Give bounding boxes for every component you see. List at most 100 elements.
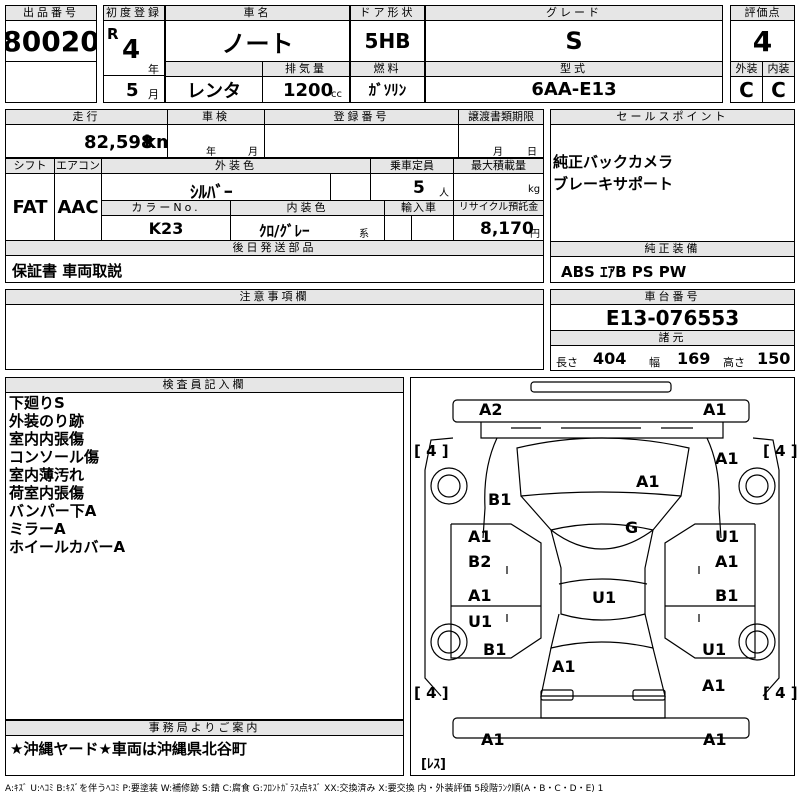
max-load-cell: kg [453,173,544,201]
capacity: 5 [413,178,425,198]
damage-mark: U1 [715,527,740,546]
legend: A:ｷｽﾞ U:ﾍｺﾐ B:ｷｽﾞを伴うﾍｺﾐ P:要塗装 W:補修跡 S:錆 … [5,784,604,794]
length: 404 [593,349,627,368]
history-label [165,61,263,77]
mileage: 82,598 [84,132,154,153]
import-cell-a [384,215,412,241]
recycle: 8,170 [480,219,534,239]
office-label: 事務局よりご案内 [5,720,404,736]
capacity-label: 乗車定員 [370,158,454,174]
transfer-month-unit: 月 [493,147,503,158]
displacement-cell: 1200 cc [262,76,350,103]
width: 169 [677,349,711,368]
displacement: 1200 [283,80,334,101]
recycle-label: リサイクル預託金 [453,200,544,216]
interior-score: C [762,76,795,103]
inspector-label: 検査員記入欄 [5,377,404,393]
inspector-box: 下廻りS 外装のり跡 室内内張傷 コンソール傷 室内薄汚れ 荷室内張傷 バンパー… [5,392,404,720]
inspection-cell: 年 月 [167,124,265,158]
int-color: ｸﾛ/ｸﾞﾚｰ [259,222,310,240]
reg-no [264,124,459,158]
inspector-line: 外装のり跡 [9,412,85,430]
month-unit: 月 [148,88,159,101]
inspector-line: 下廻りS [9,394,65,412]
damage-mark: A1 [715,449,739,468]
chassis-label: 車台番号 [550,289,795,305]
later-parts-label: 後日発送部品 [5,240,544,256]
specs-label: 諸元 [550,330,795,346]
first-reg-year: 4 [122,35,141,65]
damage-mark: A1 [702,676,726,695]
first-reg-label: 初度登録 [103,5,165,21]
reg-no-label: 登録番号 [264,109,459,125]
car-outline [424,381,780,739]
later-parts-cell: 保証書 車両取説 [5,255,544,283]
exterior-score: C [730,76,763,103]
height-label: 高さ [723,356,745,369]
inspection-label: 車検 [167,109,265,125]
inspector-line: 室内薄汚れ [9,466,85,484]
model-label: 型式 [425,61,723,77]
notes-label: 注意事項欄 [5,289,544,305]
damage-mark: A1 [468,586,492,605]
score: 4 [730,20,795,62]
lot-no-blank [5,61,97,103]
damage-mark: A1 [703,400,727,419]
max-load-unit: kg [528,184,541,195]
damage-mark: B1 [715,586,739,605]
history: レンタ [165,76,263,103]
damage-mark: B1 [483,640,507,659]
mileage-cell: 82,598 km [5,124,168,158]
max-load-label: 最大積載量 [453,158,544,174]
ext-color-label: 外装色 [101,158,371,174]
color-no-label: カラーNo. [101,200,231,216]
capacity-cell: 5 人 [370,173,454,201]
int-color-label: 内装色 [230,200,385,216]
model: 6AA-E13 [425,76,723,103]
sales-line: 純正バックカメラ [553,153,674,171]
score-label: 評価点 [730,5,795,21]
damage-mark: U1 [592,588,617,607]
tire-tread-rear-left: [ 4 ] [414,684,449,702]
displacement-label: 排気量 [262,61,350,77]
door-label: ドア形状 [350,5,425,21]
sales-point-lines: 純正バックカメラ ブレーキサポート [553,153,673,193]
exterior-label: 外装 [730,61,763,77]
aircon: AAC [54,173,102,241]
damage-mark: U1 [702,640,727,659]
fuel: ｶﾞｿﾘﾝ [350,76,425,103]
damage-mark: A1 [715,552,739,571]
chassis-no: E13-076553 [550,304,795,331]
inspection-year-unit: 年 [206,147,216,158]
width-label: 幅 [649,356,660,369]
car-name-label: 車名 [165,5,350,21]
tire-tread-front-left: [ 4 ] [414,442,449,460]
transfer-label: 譲渡書類期限 [458,109,544,125]
damage-diagram: [ 4 ] [ 4 ] [ 4 ] [ 4 ] [ﾚｽ] A2 A1 A1 A1… [410,377,798,776]
notes-box [5,304,544,370]
ext-color-cell: ｼﾙﾊﾞｰ [101,173,331,201]
door: 5HB [350,20,425,62]
equipment-label: 純正装備 [550,241,795,257]
recycle-cell: 8,170 円 [453,215,544,241]
int-color-cell: ｸﾛ/ｸﾞﾚｰ 系 [230,215,385,241]
fuel-label: 燃料 [350,61,425,77]
inspector-line: 荷室内張傷 [9,484,85,502]
capacity-unit: 人 [439,188,449,199]
mileage-label: 走行 [5,109,168,125]
aircon-label: エアコン [54,158,102,174]
ext-color-sub [330,173,371,201]
grade-label: グレード [425,5,723,21]
transfer-cell: 月 日 [458,124,544,158]
later-parts: 保証書 車両取説 [12,262,123,280]
sales-point-label: セールスポイント [550,109,795,125]
import-cell-b [411,215,454,241]
inspection-month-unit: 月 [248,147,258,158]
office-cell: ★沖縄ヤード★車両は沖縄県北谷町 [5,735,404,776]
lot-no: 80020 [5,20,97,62]
import-label: 輸入車 [384,200,454,216]
color-no: K23 [101,215,231,241]
inspector-line: ホイールカバーA [9,538,126,556]
damage-mark: G [625,518,639,537]
grade: S [425,20,723,62]
